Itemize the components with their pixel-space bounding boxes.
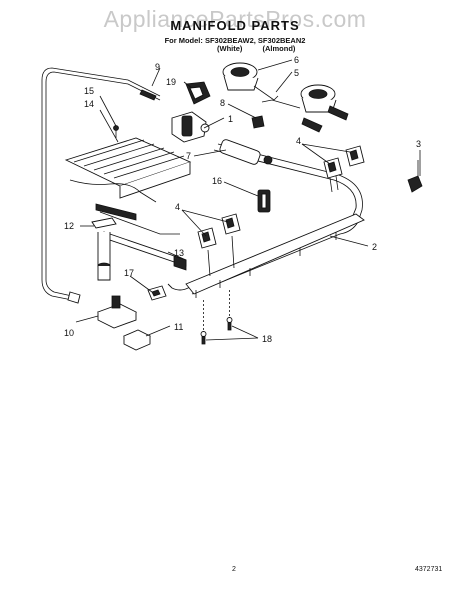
callout-17: 17 — [124, 268, 134, 278]
part-2-manifold-pipe — [167, 143, 365, 298]
part-6-burner-head — [222, 62, 279, 101]
part-7-manifold-front — [219, 139, 273, 165]
part-4-valve-left — [197, 213, 241, 277]
callout-13: 13 — [174, 248, 184, 258]
variant-labels: (White) (Almond) — [213, 44, 333, 53]
part-18-screws — [200, 290, 233, 345]
callout-9: 9 — [155, 62, 160, 72]
part-19-clip — [185, 81, 211, 105]
part-10-base — [96, 295, 138, 329]
callout-10: 10 — [64, 328, 74, 338]
callout-16: 16 — [212, 176, 222, 186]
variant-white: (White) — [217, 44, 243, 53]
wire-harness — [69, 179, 180, 235]
callout-5: 5 — [294, 68, 299, 78]
callout-7: 7 — [186, 151, 191, 161]
page-number: 2 — [232, 566, 236, 573]
callout-4-left: 4 — [175, 202, 180, 212]
part-1-valve — [171, 111, 210, 143]
callout-1: 1 — [228, 114, 233, 124]
callout-11: 11 — [174, 322, 183, 332]
page-title: MANIFOLD PARTS — [170, 18, 300, 33]
leader-lines — [75, 59, 421, 341]
part-17-clip — [147, 285, 167, 301]
model-line: For Model: SF302BEAW2, SF302BEAN2 — [164, 36, 306, 45]
callout-4-right: 4 — [296, 136, 301, 146]
part-16-bracket — [257, 189, 271, 213]
document-number: 4372731 — [415, 566, 443, 573]
callout-12: 12 — [64, 221, 74, 231]
part-8-fitting — [251, 115, 265, 129]
part-14-heat-shield — [64, 137, 192, 199]
part-12-bracket — [91, 217, 117, 281]
part-11-bracket — [122, 329, 152, 351]
gas-tube — [41, 67, 161, 304]
callout-14: 14 — [84, 99, 94, 109]
part-4-valve-right — [323, 145, 365, 193]
callout-3: 3 — [416, 139, 421, 149]
callout-18: 18 — [262, 334, 272, 344]
callout-15: 15 — [84, 86, 94, 96]
watermark: AppliancePartsPros.com — [103, 6, 367, 32]
callout-6: 6 — [294, 55, 299, 65]
part-5-burner-head — [261, 84, 349, 133]
callout-2: 2 — [372, 242, 377, 252]
callout-numbers: 1 2 3 4 4 5 6 7 8 9 10 11 12 13 14 15 16… — [64, 55, 421, 344]
part-15-screw — [113, 125, 119, 138]
callout-8: 8 — [220, 98, 225, 108]
variant-almond: (Almond) — [262, 44, 296, 53]
part-3-igniter — [407, 160, 423, 193]
callout-19: 19 — [166, 77, 176, 87]
